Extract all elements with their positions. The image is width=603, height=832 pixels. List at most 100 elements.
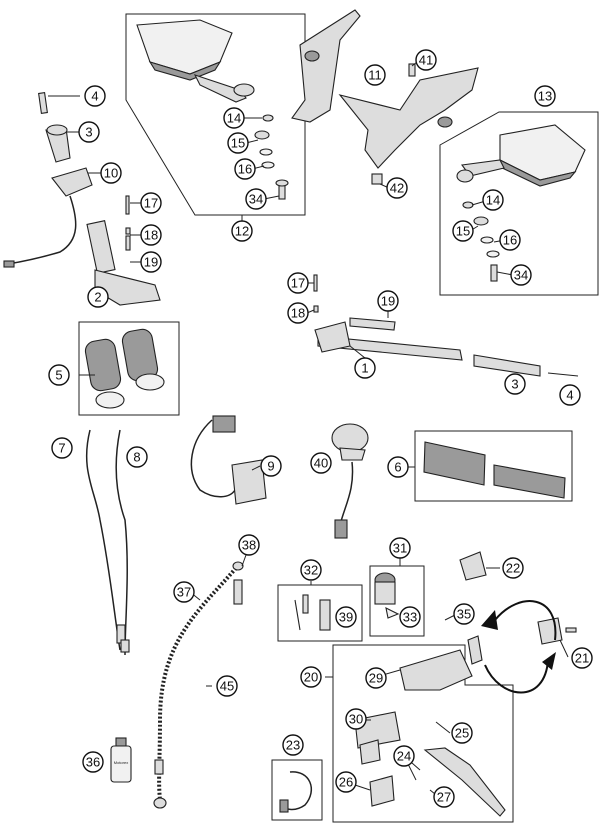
callout-36: 36 <box>82 751 104 773</box>
callout-4-left: 4 <box>84 85 106 107</box>
svg-text:17: 17 <box>291 276 305 291</box>
mirror-left-group <box>125 13 306 221</box>
svg-text:32: 32 <box>304 563 318 578</box>
callout-3-left: 3 <box>78 121 100 143</box>
callout-24: 24 <box>393 745 415 767</box>
mirror-left-small-parts <box>254 114 289 200</box>
svg-text:24: 24 <box>397 749 411 764</box>
svg-text:27: 27 <box>437 790 451 805</box>
callout-27: 27 <box>433 786 455 808</box>
callout-39: 39 <box>335 606 357 628</box>
callout-32: 32 <box>300 559 322 581</box>
callout-42: 42 <box>386 177 408 199</box>
callout-40: 40 <box>310 452 332 474</box>
callout-37: 37 <box>173 581 195 603</box>
svg-text:42: 42 <box>390 181 404 196</box>
callout-34-left: 34 <box>245 188 267 210</box>
svg-text:3: 3 <box>85 125 92 140</box>
svg-text:33: 33 <box>403 610 417 625</box>
callout-33: 33 <box>399 606 421 628</box>
callout-9: 9 <box>260 455 282 477</box>
grip-set-right <box>414 430 573 502</box>
callout-13: 13 <box>534 85 556 107</box>
clutch-hose <box>153 561 244 809</box>
callout-17-right: 17 <box>287 272 309 294</box>
mirror-left-housing <box>136 19 255 103</box>
svg-text:16: 16 <box>503 233 517 248</box>
callout-7: 7 <box>51 437 73 459</box>
callout-35: 35 <box>453 603 475 625</box>
svg-text:34: 34 <box>514 268 528 283</box>
throttle-housing <box>3 167 93 268</box>
svg-text:38: 38 <box>242 538 256 553</box>
clutch-switch-box <box>271 759 323 821</box>
hardware-kit-box <box>277 584 363 642</box>
svg-text:6: 6 <box>394 460 401 475</box>
handlebar-switch-right <box>190 415 267 505</box>
callout-30: 30 <box>345 708 367 730</box>
svg-text:35: 35 <box>457 607 471 622</box>
throttle-grip-left <box>38 92 71 163</box>
callout-15-right: 15 <box>452 220 474 242</box>
svg-text:3: 3 <box>511 377 518 392</box>
svg-text:17: 17 <box>144 196 158 211</box>
handlebar-tube <box>313 274 579 377</box>
svg-text:19: 19 <box>381 294 395 309</box>
callout-26: 26 <box>335 771 357 793</box>
fluid-bottle: Motorex <box>110 737 132 783</box>
svg-text:25: 25 <box>455 726 469 741</box>
callout-20: 20 <box>300 666 322 688</box>
callout-23: 23 <box>282 734 304 756</box>
handlebar-switch-left <box>86 195 161 306</box>
svg-text:37: 37 <box>177 585 191 600</box>
callout-45: 45 <box>216 675 238 697</box>
svg-text:1: 1 <box>361 361 368 376</box>
callout-38: 38 <box>238 534 260 556</box>
svg-text:7: 7 <box>58 441 65 456</box>
callout-18-right: 18 <box>287 302 309 324</box>
callout-19-right: 19 <box>377 290 399 312</box>
svg-text:16: 16 <box>238 162 252 177</box>
kill-switch <box>331 423 369 539</box>
svg-text:11: 11 <box>368 68 382 83</box>
svg-text:2: 2 <box>94 290 101 305</box>
svg-text:40: 40 <box>314 456 328 471</box>
svg-text:41: 41 <box>419 53 433 68</box>
callout-3-right: 3 <box>504 373 526 395</box>
bottle-label: Motorex <box>114 760 128 765</box>
svg-text:15: 15 <box>456 224 470 239</box>
callout-41: 41 <box>415 49 437 71</box>
svg-text:10: 10 <box>104 166 118 181</box>
svg-text:36: 36 <box>86 755 100 770</box>
callout-25: 25 <box>451 722 473 744</box>
svg-text:14: 14 <box>486 193 500 208</box>
svg-text:19: 19 <box>144 255 158 270</box>
svg-text:29: 29 <box>369 671 383 686</box>
svg-text:4: 4 <box>91 89 98 104</box>
callout-29: 29 <box>365 667 387 689</box>
svg-text:34: 34 <box>249 192 263 207</box>
svg-text:26: 26 <box>339 775 353 790</box>
svg-text:18: 18 <box>291 306 305 321</box>
svg-text:8: 8 <box>133 450 140 465</box>
callout-4-right: 4 <box>559 384 581 406</box>
callout-2: 2 <box>87 286 109 308</box>
callout-5: 5 <box>48 364 70 386</box>
svg-text:21: 21 <box>575 651 589 666</box>
callout-18-left: 18 <box>140 224 162 246</box>
callout-11: 11 <box>364 64 386 86</box>
throttle-cables <box>85 429 130 656</box>
handlebar-bracket <box>291 9 479 185</box>
leader-lines <box>48 61 569 799</box>
callout-22: 22 <box>502 557 524 579</box>
callout-19-left: 19 <box>140 251 162 273</box>
svg-text:18: 18 <box>144 228 158 243</box>
svg-text:5: 5 <box>55 368 62 383</box>
callout-34-right: 34 <box>510 264 532 286</box>
rotation-arrow <box>481 600 557 694</box>
svg-text:45: 45 <box>220 679 234 694</box>
callout-14-left: 14 <box>223 107 245 129</box>
callout-14-right: 14 <box>482 189 504 211</box>
callout-16-left: 16 <box>234 158 256 180</box>
svg-text:23: 23 <box>286 738 300 753</box>
